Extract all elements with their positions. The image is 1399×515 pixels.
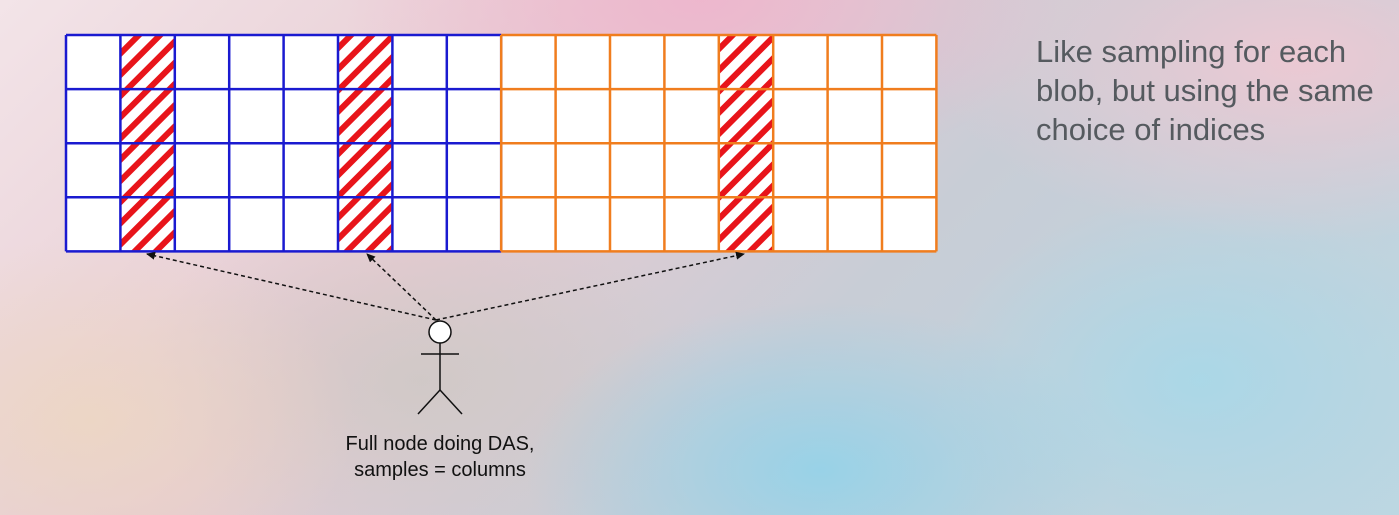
sample-arrow-3 (435, 251, 745, 321)
caption-line-1: Full node doing DAS, (345, 433, 535, 455)
person-caption: Full node doing DAS, samples = columns (280, 431, 600, 483)
stick-figure-icon (417, 320, 463, 415)
sample-arrow-2 (366, 253, 437, 321)
blob-grids (64, 33, 938, 253)
blob-2-grid (499, 33, 938, 253)
blob-1-grid (64, 33, 503, 253)
sample-arrows (146, 251, 745, 321)
sample-arrow-1 (146, 251, 437, 321)
side-note: Like sampling for each blob, but using t… (1036, 34, 1374, 147)
caption-line-2: samples = columns (354, 459, 526, 481)
